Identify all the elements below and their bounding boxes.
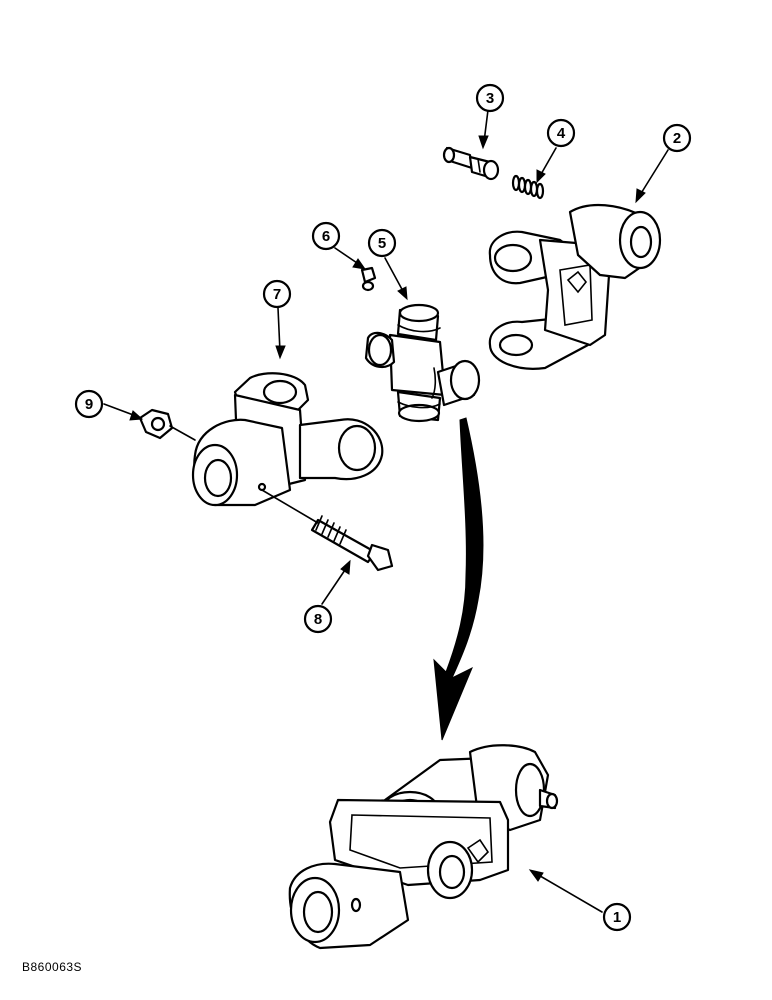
callout-label: 4 (557, 125, 566, 142)
callout-4: 4 (546, 118, 576, 148)
callout-label: 2 (673, 130, 681, 147)
callout-5: 5 (367, 228, 397, 258)
part-7-yoke (191, 372, 384, 507)
callout-8: 8 (303, 604, 333, 634)
part-2-yoke (488, 203, 662, 370)
leader-lines (103, 109, 669, 913)
part-1-universal-joint-assembly (288, 744, 559, 950)
callout-label: 8 (314, 611, 322, 628)
callout-label: 6 (322, 228, 330, 245)
callout-label: 1 (613, 909, 621, 926)
part-5-cross-bearing (364, 303, 481, 423)
callout-label: 3 (486, 90, 494, 107)
callout-label: 9 (85, 396, 93, 413)
callout-label: 7 (273, 286, 281, 303)
part-9-hex-nut (138, 408, 174, 440)
callout-9: 9 (74, 389, 104, 419)
callout-label: 5 (378, 235, 386, 252)
callout-3: 3 (475, 83, 505, 113)
callout-7: 7 (262, 279, 292, 309)
assembly-arrow (433, 417, 484, 741)
figure-code: B860063S (22, 960, 83, 974)
part-4-spring (511, 174, 545, 200)
part-8-bolt (310, 515, 394, 572)
callout-6: 6 (311, 221, 341, 251)
callout-2: 2 (662, 123, 692, 153)
part-3-plunger-pin (442, 146, 500, 181)
callout-1: 1 (602, 902, 632, 932)
part-6-grease-fitting (360, 266, 377, 292)
